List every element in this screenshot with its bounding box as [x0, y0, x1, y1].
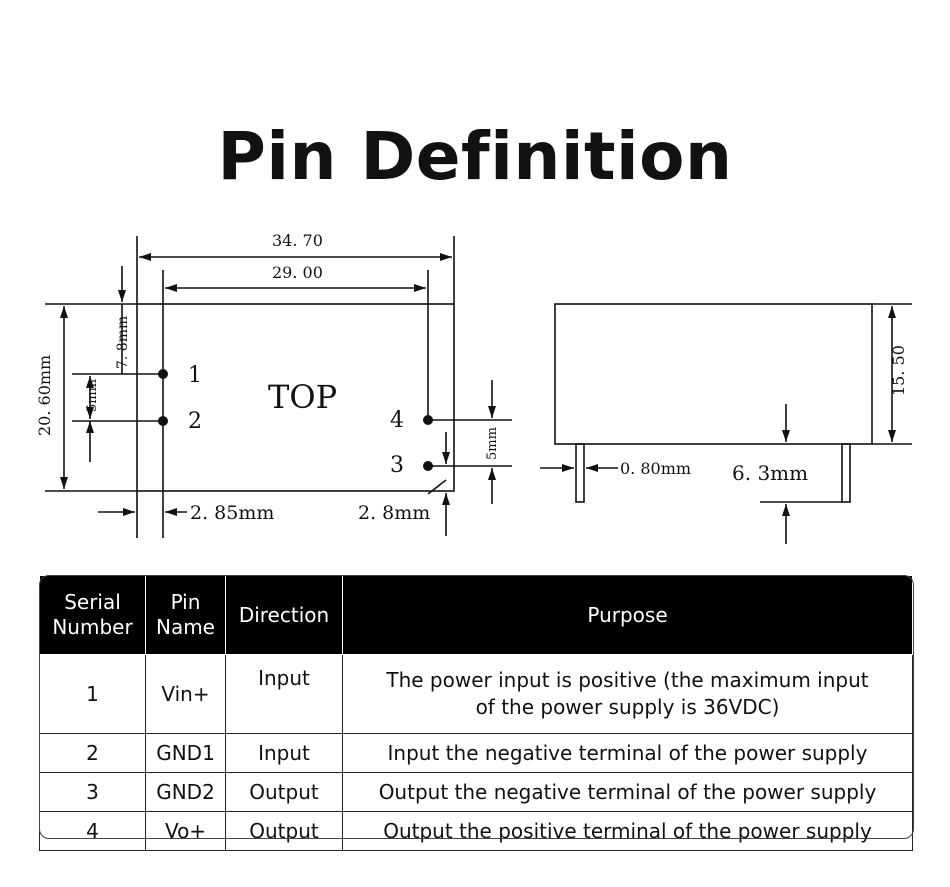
dim-pin-width: 0. 80mm	[620, 459, 691, 478]
table-row: 2 GND1 Input Input the negative terminal…	[39, 733, 913, 773]
dim-pin-length: 6. 3mm	[732, 461, 808, 485]
cell-purpose: Input the negative terminal of the power…	[342, 733, 913, 773]
cell-direction: Output	[225, 811, 343, 851]
cell-direction: Output	[225, 772, 343, 812]
dim-overall-height: 20. 60mm	[35, 355, 54, 436]
cell-pin-name: GND1	[145, 733, 226, 773]
pin-3-label: 3	[390, 453, 404, 478]
dim-pin-spacing-length: 29. 00	[272, 263, 323, 282]
dim-body-height: 15. 50	[889, 345, 908, 396]
cell-pin-name: Vin+	[145, 654, 226, 734]
pin-2-label: 2	[188, 409, 202, 434]
cell-pin-name: Vo+	[145, 811, 226, 851]
pin-1-label: 1	[188, 363, 202, 388]
dim-pin12-spacing: 5mm	[85, 379, 100, 412]
table-row: 3 GND2 Output Output the negative termin…	[39, 772, 913, 812]
cell-purpose: Output the positive terminal of the powe…	[342, 811, 913, 851]
side-pin-left	[575, 443, 585, 503]
dim-pin1-offset: 7. 8mm	[115, 316, 131, 369]
side-view	[540, 303, 912, 544]
cell-purpose: Output the negative terminal of the powe…	[342, 772, 913, 812]
cell-serial: 1	[39, 654, 146, 734]
pin-1-dot	[158, 369, 168, 379]
pin-3-dot	[423, 461, 433, 471]
cell-serial: 2	[39, 733, 146, 773]
top-view	[45, 236, 512, 538]
dim-right-offset: 2. 8mm	[358, 502, 430, 524]
dim-left-offset: 2. 85mm	[190, 502, 274, 524]
top-label: TOP	[268, 378, 337, 416]
table-row: 1 Vin+ Input The power input is positive…	[39, 654, 913, 734]
side-view-body	[554, 303, 873, 445]
header-purpose: Purpose	[342, 575, 913, 655]
pin-4-dot	[423, 415, 433, 425]
top-view-body	[136, 303, 455, 492]
cell-serial: 3	[39, 772, 146, 812]
cell-direction: Input	[225, 654, 343, 734]
dim-pin34-spacing: 5mm	[485, 427, 500, 460]
table-row: 4 Vo+ Output Output the positive termina…	[39, 811, 913, 851]
pin-2-dot	[158, 416, 168, 426]
cell-serial: 4	[39, 811, 146, 851]
pin-4-label: 4	[390, 408, 404, 433]
side-pin-right	[841, 443, 851, 503]
pin-dimension-drawing: TOP 1 2 3 4 34. 70 29. 00 20. 60mm 7. 8m…	[35, 231, 912, 544]
cell-pin-name: GND2	[145, 772, 226, 812]
dim-overall-length: 34. 70	[272, 231, 323, 250]
page-title: Pin Definition	[217, 118, 733, 195]
cell-direction: Input	[225, 733, 343, 773]
header-direction: Direction	[225, 575, 343, 655]
cell-purpose: The power input is positive (the maximum…	[342, 654, 913, 734]
